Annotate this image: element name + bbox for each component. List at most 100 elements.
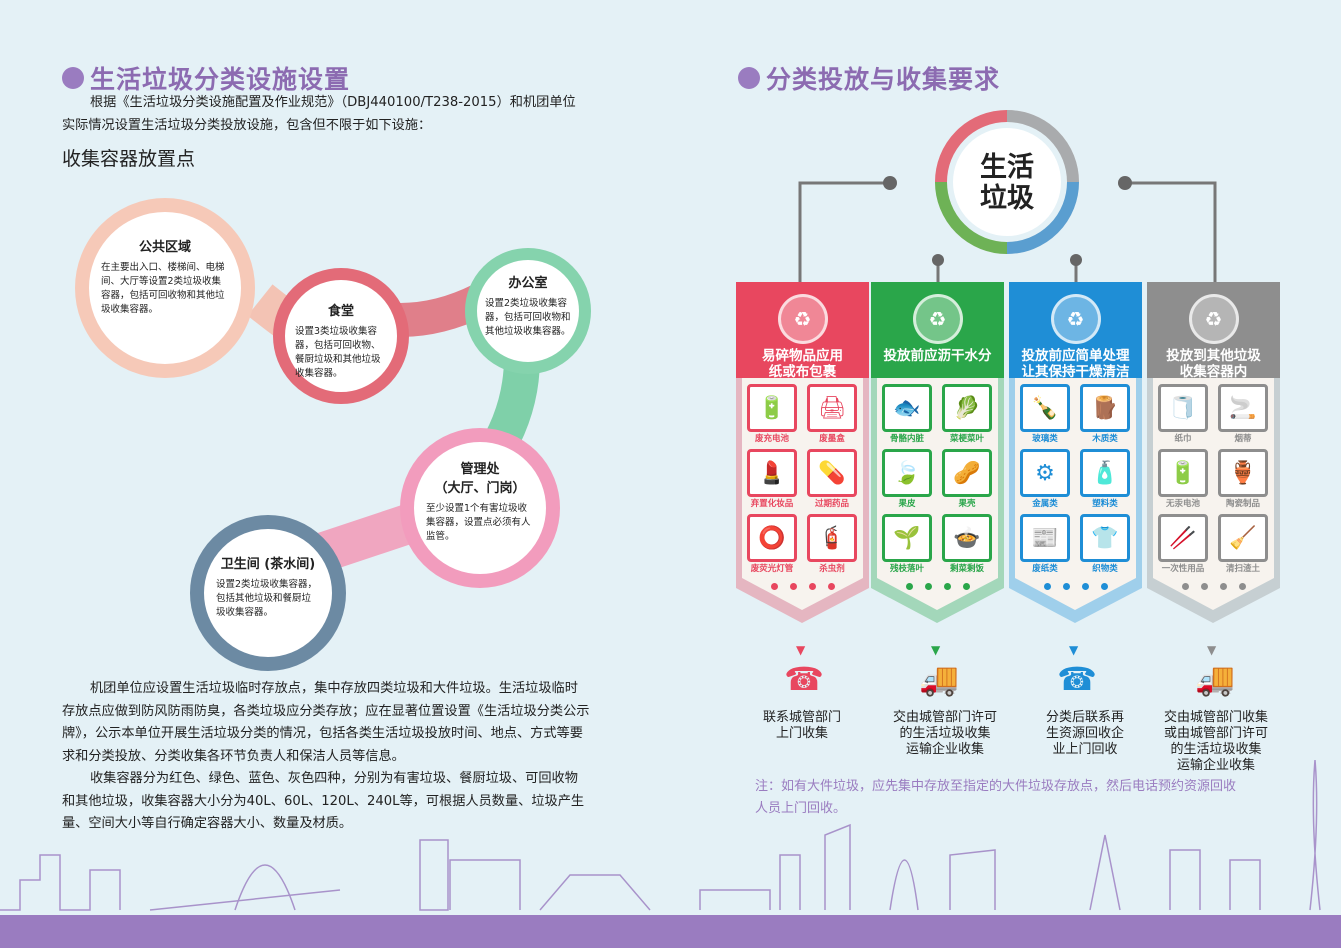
waste-item-grid: 🍾 玻璃类 🪵 木质类 ⚙ 金属类 🧴 塑料类 📰 废纸类 👕 织物类	[1019, 384, 1131, 576]
ribbon-dots	[1147, 575, 1280, 594]
outcome-line: 的生活垃圾收集	[1170, 742, 1262, 757]
category-body: 🍾 玻璃类 🪵 木质类 ⚙ 金属类 🧴 塑料类 📰 废纸类 👕 织物类	[1009, 378, 1142, 590]
intro-line: 实际情况设置生活垃圾分类投放设施，包含但不限于如下设施：	[62, 117, 432, 133]
instruction-line: 收集容器内	[1179, 364, 1248, 380]
para-line: 求和分类投放、分类收集各环节负责人和保洁人员等信息。	[62, 748, 405, 764]
outcome-line: 交由城管部门许可	[892, 710, 997, 725]
waste-item: 📰 废纸类	[1019, 514, 1071, 576]
category-instruction: 投放到其他垃圾 收集容器内	[1147, 348, 1280, 380]
waste-item-label: 纸巾	[1174, 434, 1192, 444]
category-body: 🧻 纸巾 🚬 烟蒂 🔋 无汞电池 🏺 陶瓷制品 🥢 一次性用品 🧹 清扫渣土	[1147, 378, 1280, 590]
waste-item-icon: ⚙	[1020, 449, 1070, 497]
right-section-title: 分类投放与收集要求	[738, 60, 1000, 96]
outcome-line: 业上门回收	[1052, 742, 1118, 757]
para-line: 收集容器分为红色、绿色、蓝色、灰色四种，分别为有害垃圾、餐厨垃圾、可回收物	[90, 771, 578, 786]
waste-item: 👕 织物类	[1079, 514, 1131, 576]
waste-item-label: 骨骼内脏	[889, 434, 924, 444]
place-text: 设置2类垃圾收集容器，包括其他垃圾和餐厨垃圾收集容器。	[216, 579, 318, 618]
subheading: 收集容器放置点	[62, 148, 196, 170]
dot-icon	[1181, 583, 1189, 590]
down-arrow-icon: ▼	[1069, 643, 1079, 657]
waste-item: 💊 过期药品	[806, 449, 858, 511]
waste-item-icon: 🏺	[1218, 449, 1268, 497]
dot-icon	[943, 583, 951, 590]
dot-icon	[924, 583, 932, 590]
category-instruction: 投放前应简单处理 让其保持干燥清洁	[1009, 348, 1142, 380]
dot-icon	[1100, 583, 1108, 590]
outcome-line: 上门收集	[775, 726, 828, 741]
dot-icon	[1062, 583, 1070, 590]
ribbon-dots	[1009, 575, 1142, 594]
waste-item-icon: 🥜	[942, 449, 992, 497]
waste-item-icon: 🔋	[1158, 449, 1208, 497]
outcome-line: 生资源回收企	[1045, 726, 1124, 741]
waste-item-icon: 🧹	[1218, 514, 1268, 562]
place-title: 食堂	[327, 304, 354, 319]
waste-item-icon: 🧴	[1080, 449, 1130, 497]
waste-item-label: 烟蒂	[1234, 434, 1252, 444]
waste-item-icon: 🌱	[882, 514, 932, 562]
waste-item-icon: 👕	[1080, 514, 1130, 562]
waste-item-grid: 🐟 骨骼内脏 🥬 菜梗菜叶 🍃 果皮 🥜 果壳 🌱 残枝落叶 🍲 剩菜剩饭	[881, 384, 993, 576]
waste-item: 🧴 塑料类	[1079, 449, 1131, 511]
category-column: ♻ 易碎物品应用 纸或布包裹 🔋 废充电池 🖨 废墨盒 💄 弃置化妆品 💊 过期…	[736, 282, 869, 623]
body-paragraph-1: 机团单位应设置生活垃圾临时存放点，集中存放四类垃圾和大件垃圾。生活垃圾临时 存放…	[62, 678, 622, 836]
ribbon-dots	[871, 575, 1004, 594]
outcome-line: 或由城管部门许可	[1163, 726, 1268, 741]
instruction-line: 易碎物品应用	[762, 348, 843, 364]
waste-item-label: 废充电池	[754, 434, 789, 444]
waste-item-label: 废纸类	[1032, 564, 1058, 574]
center-label-line: 垃圾	[980, 183, 1034, 214]
place-text: 至少设置1个有害垃圾收集容器，设置点必须有人监管。	[426, 503, 531, 542]
place-canteen: 食堂 设置3类垃圾收集容器，包括可回收物、餐厨垃圾和其他垃圾收集容器。	[273, 268, 409, 404]
waste-item: 🧹 清扫渣土	[1217, 514, 1269, 576]
center-label-line: 生活	[980, 152, 1034, 183]
place-title: 办公室	[508, 276, 548, 291]
waste-item-icon: 🍾	[1020, 384, 1070, 432]
instruction-line: 纸或布包裹	[768, 364, 837, 380]
waste-item-icon: 🥢	[1158, 514, 1208, 562]
waste-item-label: 废荧光灯管	[750, 564, 794, 574]
category-header: ♻ 投放前应简单处理 让其保持干燥清洁	[1009, 282, 1142, 380]
waste-item-icon: 🧻	[1158, 384, 1208, 432]
dot-icon	[789, 583, 797, 590]
collection-outcome: 分类后联系再生资源回收企业上门回收	[1015, 710, 1155, 758]
dot-icon	[1200, 583, 1208, 590]
left-title-text: 生活垃圾分类设施设置	[90, 65, 351, 94]
category-badge-icon: ♻	[1188, 294, 1239, 344]
waste-item-label: 弃置化妆品	[750, 499, 794, 509]
category-badge-icon: ♻	[912, 294, 963, 344]
waste-item-label: 果皮	[898, 499, 916, 509]
intro-paragraph: 根据《生活垃圾分类设施配置及作业规范》（DBJ440100/T238-2015）…	[62, 92, 622, 137]
place-title-line: 管理处	[460, 462, 500, 477]
place-text: 设置3类垃圾收集容器，包括可回收物、餐厨垃圾和其他垃圾收集容器。	[295, 326, 381, 379]
city-skyline	[0, 760, 1341, 948]
waste-item-label: 无汞电池	[1165, 499, 1200, 509]
waste-item: 🚬 烟蒂	[1217, 384, 1269, 446]
right-title-text: 分类投放与收集要求	[766, 65, 1001, 94]
waste-item-grid: 🧻 纸巾 🚬 烟蒂 🔋 无汞电池 🏺 陶瓷制品 🥢 一次性用品 🧹 清扫渣土	[1157, 384, 1269, 576]
waste-item: 🧯 杀虫剂	[806, 514, 858, 576]
waste-item: 🥢 一次性用品	[1157, 514, 1209, 576]
waste-item: 🌱 残枝落叶	[881, 514, 933, 576]
category-instruction: 易碎物品应用 纸或布包裹	[736, 348, 869, 380]
waste-item-label: 木质类	[1092, 434, 1118, 444]
truck-icon: 🚚	[1195, 660, 1235, 698]
dot-icon	[770, 583, 778, 590]
waste-item-icon: 💊	[807, 449, 857, 497]
instruction-line: 投放到其他垃圾	[1166, 348, 1261, 364]
place-office: 办公室 设置2类垃圾收集容器，包括可回收物和其他垃圾收集容器。	[465, 248, 591, 374]
collection-outcome: 交由城管部门许可的生活垃圾收集运输企业收集	[875, 710, 1015, 758]
waste-item-icon: 🖨	[807, 384, 857, 432]
para-line: 量、空间大小等自行确定容器大小、数量及材质。	[62, 816, 353, 831]
dot-icon	[1219, 583, 1227, 590]
waste-item: 🍾 玻璃类	[1019, 384, 1071, 446]
category-column: ♻ 投放前应沥干水分 🐟 骨骼内脏 🥬 菜梗菜叶 🍃 果皮 🥜 果壳 🌱 残枝落…	[871, 282, 1004, 623]
intro-line: 根据《生活垃圾分类设施配置及作业规范》（DBJ440100/T238-2015）…	[90, 95, 576, 110]
outcome-line: 分类后联系再	[1045, 710, 1124, 725]
outcome-line: 运输企业收集	[1176, 758, 1255, 773]
note-line: 注：如有大件垃圾，应先集中存放至指定的大件垃圾存放点，然后电话预约资源回收	[755, 779, 1237, 794]
waste-item: 🖨 废墨盒	[806, 384, 858, 446]
waste-item: 🐟 骨骼内脏	[881, 384, 933, 446]
waste-item: ⭕ 废荧光灯管	[746, 514, 798, 576]
